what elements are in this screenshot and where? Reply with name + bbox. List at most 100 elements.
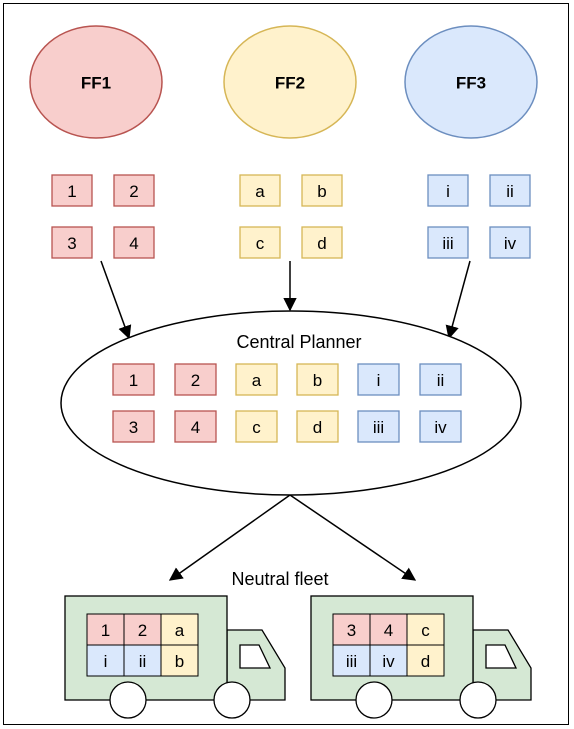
cargo-cell-label: a <box>175 621 185 640</box>
forwarder-item-box <box>113 174 155 207</box>
forwarder-item-label: i <box>446 182 450 201</box>
forwarder-item-box <box>427 226 469 259</box>
planner-item: b <box>296 363 339 396</box>
cargo-cell-box <box>160 613 199 646</box>
forwarder-label: FF2 <box>275 74 305 93</box>
planner-item: 4 <box>174 410 217 443</box>
forwarder-item-box <box>239 174 281 207</box>
planner-item: ii <box>419 363 462 396</box>
cargo-cell: i <box>86 644 125 677</box>
planner-item-label: ii <box>437 371 445 390</box>
forwarder-item-box <box>51 226 93 259</box>
cargo-cell: ii <box>123 644 162 677</box>
cargo-cell-label: ii <box>139 652 147 671</box>
cargo-cell-box <box>406 644 445 677</box>
planner-item: c <box>235 410 278 443</box>
forwarder-item-label: iv <box>504 234 517 253</box>
forwarder-item: c <box>239 226 281 259</box>
forwarder-item-box <box>427 174 469 207</box>
planner-item-label: 3 <box>129 418 138 437</box>
forwarder-item: 1 <box>51 174 93 207</box>
cargo-cell-label: iii <box>346 652 357 671</box>
planner-item-box <box>112 363 155 396</box>
cargo-cell: 4 <box>369 613 408 646</box>
cargo-cell-label: b <box>175 652 184 671</box>
planner-item-box <box>296 410 339 443</box>
planner-item: 2 <box>174 363 217 396</box>
cargo-cell-box <box>160 644 199 677</box>
cargo-cell: 2 <box>123 613 162 646</box>
forwarder-item-label: d <box>317 234 326 253</box>
central-planner-label: Central Planner <box>236 332 361 352</box>
arrow-ff3-to-planner <box>445 260 471 340</box>
forwarder-item: iii <box>427 226 469 259</box>
planner-item-box <box>174 410 217 443</box>
planner-item-box <box>419 363 462 396</box>
cargo-cell-box <box>86 644 125 677</box>
truck-wheel-rear <box>109 681 147 719</box>
forwarder-item: ii <box>489 174 531 207</box>
cargo-cell: c <box>406 613 445 646</box>
cargo-cell-label: iv <box>382 652 395 671</box>
cargo-cell-label: i <box>104 652 108 671</box>
planner-item-label: a <box>252 371 262 390</box>
truck-wheel-front <box>213 681 251 719</box>
planner-item-box <box>235 363 278 396</box>
forwarder-label: FF1 <box>81 74 111 93</box>
forwarder-item-label: 4 <box>129 234 138 253</box>
truck-window <box>239 644 272 669</box>
forwarder-ff2: FF2 a b c d <box>223 25 357 259</box>
forwarder-item: a <box>239 174 281 207</box>
forwarder-item: b <box>301 174 343 207</box>
planner-item: iv <box>419 410 462 443</box>
arrows-layer <box>100 260 471 581</box>
planner-item: iii <box>357 410 400 443</box>
forwarder-item-label: a <box>255 182 265 201</box>
cargo-cell: iv <box>369 644 408 677</box>
planner-item: d <box>296 410 339 443</box>
planner-item-label: c <box>252 418 261 437</box>
cargo-cell-label: d <box>421 652 430 671</box>
forwarder-item-box <box>301 226 343 259</box>
forwarder-item-label: b <box>317 182 326 201</box>
forwarder-item: 2 <box>113 174 155 207</box>
truck-window <box>485 644 518 669</box>
planner-item-box <box>419 410 462 443</box>
forwarder-item: d <box>301 226 343 259</box>
truck-wheel-front <box>459 681 497 719</box>
forwarder-item: iv <box>489 226 531 259</box>
planner-item-label: iv <box>434 418 447 437</box>
forwarder-item-label: ii <box>506 182 514 201</box>
planner-item-box <box>174 363 217 396</box>
cargo-cell: b <box>160 644 199 677</box>
arrow-ff1-to-planner <box>100 260 132 340</box>
cargo-cell-label: 4 <box>384 621 393 640</box>
arrow-planner-to-truck-1 <box>168 494 291 581</box>
truck-wheel-rear <box>355 681 393 719</box>
planner-item: 1 <box>112 363 155 396</box>
planner-item-box <box>357 363 400 396</box>
cargo-cell: d <box>406 644 445 677</box>
forwarder-ellipse <box>223 25 357 139</box>
forwarder-ellipse <box>404 25 538 139</box>
forwarder-item-label: 3 <box>67 234 76 253</box>
cargo-cell: 3 <box>332 613 371 646</box>
forwarder-item: 3 <box>51 226 93 259</box>
forwarder-item-label: c <box>256 234 265 253</box>
planner-item-label: iii <box>373 418 384 437</box>
forwarder-item-label: 2 <box>129 182 138 201</box>
forwarder-item: i <box>427 174 469 207</box>
forwarder-ff1: FF1 1 2 3 4 <box>29 25 163 259</box>
forwarder-item-label: iii <box>442 234 453 253</box>
cargo-cell-box <box>86 613 125 646</box>
planner-item-box <box>235 410 278 443</box>
planner-item-label: b <box>313 371 322 390</box>
cargo-cell-box <box>406 613 445 646</box>
